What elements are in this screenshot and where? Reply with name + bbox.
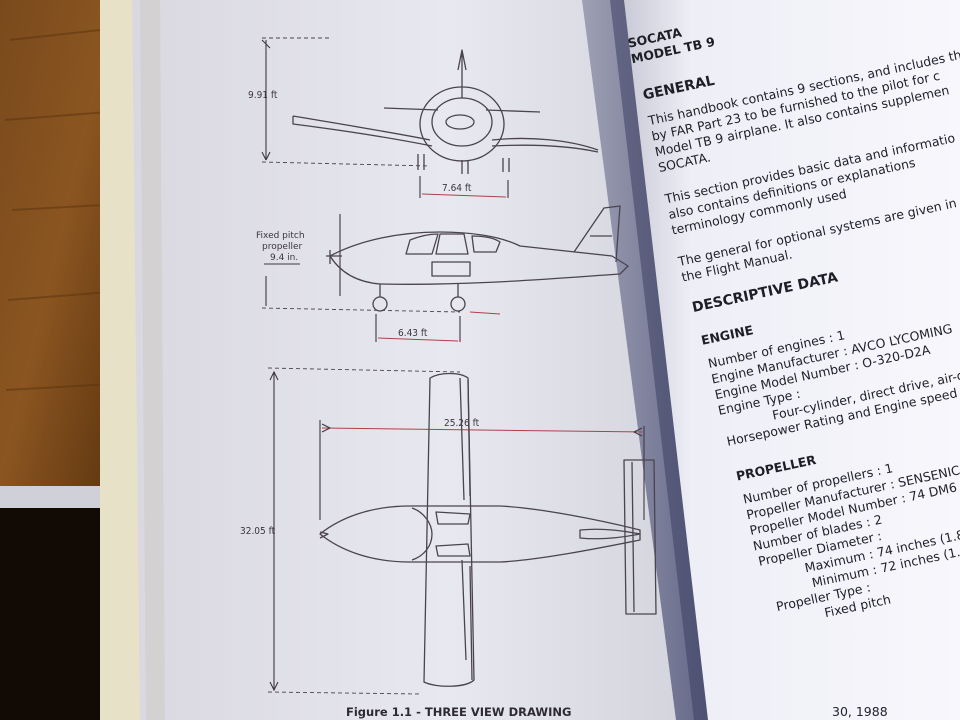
track-dimension-label: 7.64 ft bbox=[442, 183, 472, 194]
front-view-drawing: 9.91 ft 7.64 ft bbox=[248, 37, 599, 198]
propeller-note-line-1: Fixed pitch bbox=[256, 231, 305, 241]
span-dimension-label: 32.05 ft bbox=[240, 526, 276, 537]
height-dimension-label: 9.91 ft bbox=[248, 90, 278, 101]
side-view-drawing: Fixed pitch propeller 9.4 in. 6.43 ft bbox=[256, 205, 629, 342]
wheelbase-dimension-label: 6.43 ft bbox=[398, 328, 428, 339]
propeller-note-line-3: 9.4 in. bbox=[270, 253, 298, 263]
figure-caption: Figure 1.1 - THREE VIEW DRAWING bbox=[346, 705, 571, 719]
left-page bbox=[100, 0, 708, 720]
top-view-drawing: 32.05 ft 25.26 ft bbox=[240, 367, 657, 695]
propeller-note-line-2: propeller bbox=[262, 242, 303, 252]
footer-date: 30, 1988 bbox=[832, 704, 888, 719]
right-page bbox=[624, 0, 960, 720]
